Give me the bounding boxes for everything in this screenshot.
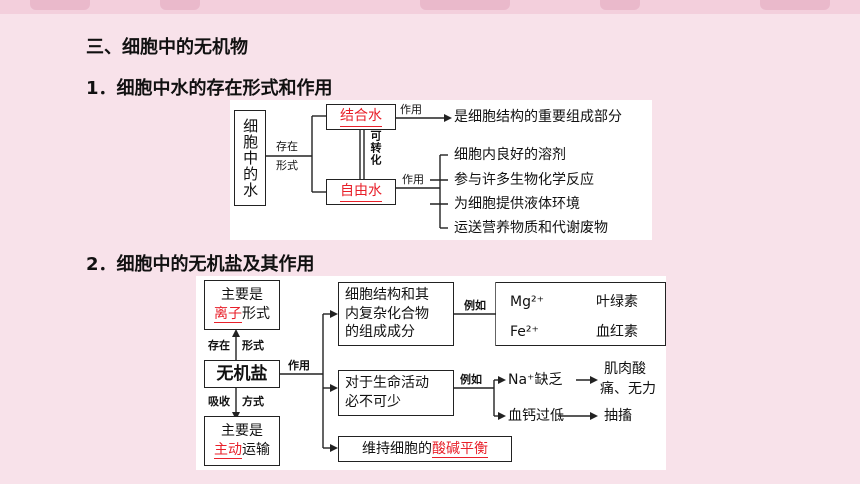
acid-base-label: 酸碱平衡 bbox=[432, 440, 488, 458]
water-root-box: 细胞中的水 bbox=[234, 110, 266, 206]
free-water-box: 自由水 bbox=[326, 179, 396, 205]
example1-label: 例如 bbox=[464, 299, 486, 312]
fe-ion: Fe²⁺ bbox=[510, 324, 539, 340]
mg-result: 叶绿素 bbox=[596, 294, 638, 310]
salt-root-label: 无机盐 bbox=[216, 363, 268, 384]
active-label: 主动 bbox=[214, 442, 242, 459]
na-result-line1: 肌肉酸 bbox=[604, 361, 646, 377]
role1-line2: 内复杂化合物 bbox=[345, 305, 429, 322]
ion-form-line1: 主要是 bbox=[221, 287, 263, 304]
free-role-label: 作用 bbox=[402, 173, 424, 186]
section-title: 三、细胞中的无机物 bbox=[86, 37, 248, 58]
role1-line3: 的组成成分 bbox=[345, 324, 415, 341]
salt-exist-left: 存在 bbox=[208, 339, 230, 352]
ion-form-box: 主要是 离子形式 bbox=[204, 280, 280, 330]
salt-absorb-left: 吸收 bbox=[208, 395, 230, 408]
ion-label: 离子 bbox=[214, 306, 242, 323]
water-root-label: 细胞中的水 bbox=[241, 118, 260, 198]
convertible-label: 可转化 bbox=[369, 130, 382, 166]
role1-box: 细胞结构和其 内复杂化合物 的组成成分 bbox=[338, 282, 454, 346]
water-exist-top: 存在 bbox=[276, 140, 298, 153]
transport-line1: 主要是 bbox=[221, 423, 263, 440]
transport-box: 主要是 主动运输 bbox=[204, 416, 280, 466]
bound-role-text: 是细胞结构的重要组成部分 bbox=[454, 109, 622, 125]
role3-prefix: 维持细胞的 bbox=[362, 440, 432, 457]
free-role-2: 参与许多生物化学反应 bbox=[454, 172, 594, 188]
water-subtitle: 1．细胞中水的存在形式和作用 bbox=[86, 78, 333, 99]
role2-box: 对于生命活动 必不可少 bbox=[338, 370, 454, 416]
na-result-line2: 痛、无力 bbox=[600, 381, 656, 397]
water-connectors bbox=[266, 114, 452, 229]
free-role-3: 为细胞提供液体环境 bbox=[454, 196, 580, 212]
free-role-1: 细胞内良好的溶剂 bbox=[454, 147, 566, 163]
top-decoration-band bbox=[0, 0, 860, 14]
bound-role-label: 作用 bbox=[400, 103, 422, 116]
salt-exist-right: 形式 bbox=[242, 339, 264, 352]
ca-result: 抽搐 bbox=[604, 408, 632, 424]
water-diagram: 细胞中的水 存在 形式 结合水 自由水 可转化 作用 是细胞结构的重要组成部分 … bbox=[230, 100, 652, 240]
salt-root-box: 无机盐 bbox=[204, 360, 280, 388]
example1-box bbox=[496, 282, 666, 346]
salt-diagram: 主要是 离子形式 存在 形式 无机盐 作用 吸收 方式 主要是 主动运输 细胞结… bbox=[196, 276, 666, 470]
transport-line2: 运输 bbox=[242, 442, 270, 458]
salt-role-label: 作用 bbox=[288, 359, 310, 372]
role3-box: 维持细胞的酸碱平衡 bbox=[338, 436, 512, 462]
salt-absorb-right: 方式 bbox=[242, 395, 264, 408]
ca-deficiency: 血钙过低 bbox=[508, 408, 564, 424]
role2-line1: 对于生命活动 bbox=[345, 375, 429, 392]
water-exist-bottom: 形式 bbox=[276, 159, 298, 172]
bound-water-box: 结合水 bbox=[326, 104, 396, 130]
role2-line2: 必不可少 bbox=[345, 394, 401, 410]
salt-subtitle: 2．细胞中的无机盐及其作用 bbox=[86, 254, 315, 275]
bound-water-label: 结合水 bbox=[340, 107, 382, 127]
role1-line1: 细胞结构和其 bbox=[345, 286, 429, 303]
ion-form-line2: 形式 bbox=[242, 306, 270, 322]
free-water-label: 自由水 bbox=[340, 182, 382, 202]
fe-result: 血红素 bbox=[596, 324, 638, 340]
example2-label: 例如 bbox=[460, 373, 482, 386]
free-role-4: 运送营养物质和代谢废物 bbox=[454, 220, 608, 236]
na-deficiency: Na⁺缺乏 bbox=[508, 372, 563, 388]
mg-ion: Mg²⁺ bbox=[510, 294, 544, 310]
